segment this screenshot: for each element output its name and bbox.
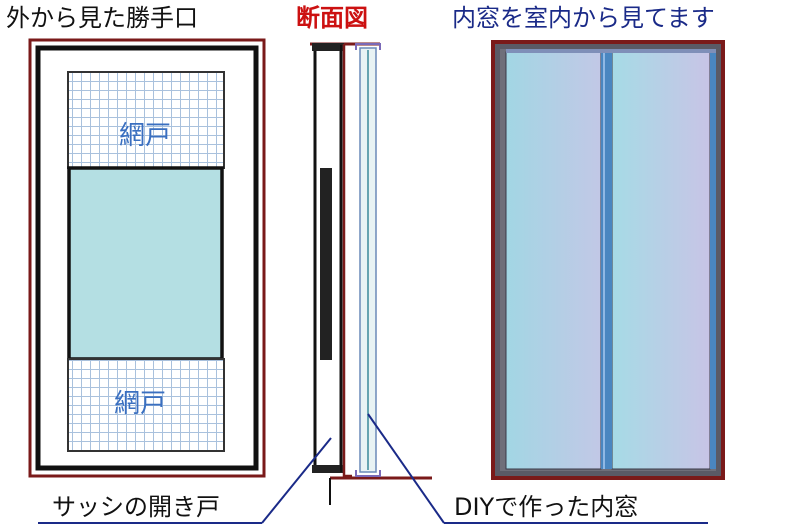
outside-door-view: 網戸 網戸: [28, 38, 266, 478]
inner-window-right-glass: [611, 51, 711, 470]
sash-door-foot: [312, 465, 344, 473]
sash-leader-line: [261, 437, 332, 524]
inner-window-right-edge: [710, 52, 716, 469]
inner-window-view: [491, 40, 725, 480]
door-glass: [67, 166, 224, 361]
outside-view-title: 外から見た勝手口: [6, 4, 198, 32]
section-view-title: 断面図: [296, 4, 368, 32]
screen-top-label: 網戸: [119, 121, 171, 151]
diy-window-cap-top: [355, 43, 381, 50]
diy-window-cap-bottom: [355, 470, 381, 477]
inner-window-view-title: 内窓を室内から見てます: [452, 4, 715, 32]
sash-door-head: [312, 43, 344, 51]
screen-bottom: [67, 358, 225, 452]
door-glass-section: [320, 168, 332, 360]
inner-window-left-glass: [505, 51, 602, 470]
screen-top: [67, 71, 225, 169]
cross-section: [310, 42, 432, 505]
frame-bracket: [342, 44, 352, 478]
inner-window-top-rail: [506, 49, 716, 53]
screen-bottom-label: 網戸: [114, 389, 166, 419]
diy-window-callout: DIYで作った内窓: [454, 493, 639, 521]
diy-leader-line: [367, 413, 445, 524]
sash-door-callout: サッシの開き戸: [52, 493, 220, 521]
inner-window-mullion: [601, 52, 612, 469]
callout-leaders: [38, 413, 708, 524]
